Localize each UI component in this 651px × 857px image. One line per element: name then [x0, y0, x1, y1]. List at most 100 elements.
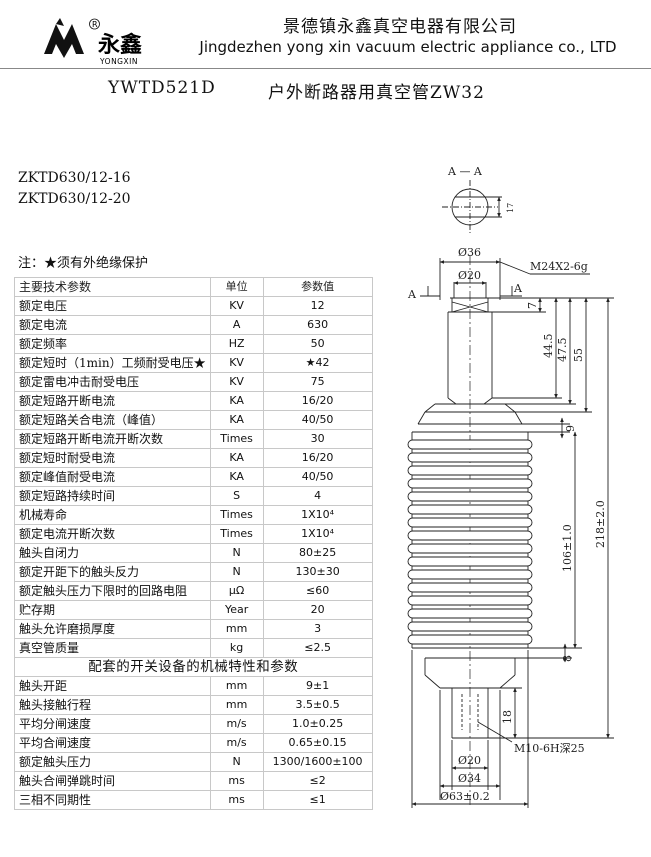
insulator-shed	[407, 504, 533, 515]
value-cell: 80±25	[262, 543, 373, 563]
value-cell: 9±1	[262, 676, 373, 696]
technical-drawing: A — A 17 Ø36 M24X2-6g Ø20 A A 7 44.5 47.…	[407, 165, 614, 808]
value-cell: 3	[262, 619, 373, 639]
thread-top-label: M24X2-6g	[530, 260, 588, 273]
unit-cell: KA	[209, 448, 264, 468]
dim-44-5: 44.5	[542, 334, 555, 359]
param-name-cell: 额定短时（1min）工频耐受电压★	[14, 353, 211, 373]
product-model: YWTD521D	[108, 78, 216, 98]
dim-7: 7	[526, 302, 539, 309]
company-name-en: Jingdezhen yong xin vacuum electric appl…	[199, 38, 617, 56]
value-cell: 16/20	[262, 391, 373, 411]
unit-cell: ms	[209, 790, 264, 810]
insulator-shed	[407, 517, 533, 528]
section-label: A — A	[447, 165, 483, 178]
param-name-cell: 真空管质量	[14, 638, 211, 658]
value-cell: 16/20	[262, 448, 373, 468]
param-name-cell: 贮存期	[14, 600, 211, 620]
value-cell: 4	[262, 486, 373, 506]
unit-cell: KA	[209, 410, 264, 430]
dim-18: 18	[501, 710, 514, 724]
value-cell: 75	[262, 372, 373, 392]
value-cell: 12	[262, 296, 373, 316]
dim-dia34: Ø34	[458, 772, 481, 785]
param-name-cell: 额定短路开断电流开断次数	[14, 429, 211, 449]
unit-cell: m/s	[209, 714, 264, 734]
value-cell: 40/50	[262, 467, 373, 487]
unit-cell: mm	[209, 695, 264, 715]
value-cell: ≤1	[262, 790, 373, 810]
insulator-shed	[407, 491, 533, 502]
param-name-cell: 额定雷电冲击耐受电压	[14, 372, 211, 392]
value-cell: 3.5±0.5	[262, 695, 373, 715]
value-cell: ≤2.5	[262, 638, 373, 658]
param-name-cell: 额定频率	[14, 334, 211, 354]
unit-cell: Times	[209, 524, 264, 544]
insulator-shed	[407, 582, 533, 593]
unit-cell: A	[209, 315, 264, 335]
unit-cell: Times	[209, 505, 264, 525]
value-cell: 1X10⁴	[262, 524, 373, 544]
param-name-cell: 平均分闸速度	[14, 714, 211, 734]
table-row: 额定短时（1min）工频耐受电压★KV★42	[14, 353, 373, 373]
insulator-shed	[407, 465, 533, 476]
product-title: 户外断路器用真空管ZW32	[268, 83, 485, 103]
value-cell: 参数值	[262, 277, 373, 297]
param-name-cell: 触头合闸弹跳时间	[14, 771, 211, 791]
unit-cell: N	[209, 562, 264, 582]
dim-8: 8	[561, 655, 574, 662]
unit-cell: 单位	[209, 277, 264, 297]
param-name-cell: 额定开距下的触头反力	[14, 562, 211, 582]
unit-cell: Times	[209, 429, 264, 449]
value-cell: 130±30	[262, 562, 373, 582]
unit-cell: ms	[209, 771, 264, 791]
product-variant-1: ZKTD630/12-16	[18, 170, 131, 186]
param-name-cell: 额定短路关合电流（峰值）	[14, 410, 211, 430]
section-width-dim: 17	[506, 203, 515, 213]
dim-9: 9	[564, 425, 577, 432]
unit-cell: m/s	[209, 733, 264, 753]
value-cell: 50	[262, 334, 373, 354]
insulator-sheds	[407, 439, 533, 645]
logo-text: 永鑫	[98, 32, 142, 58]
param-name-cell: 额定短路开断电流	[14, 391, 211, 411]
unit-cell: kg	[209, 638, 264, 658]
param-name-cell: 平均合闸速度	[14, 733, 211, 753]
dim-dia36: Ø36	[458, 246, 481, 259]
unit-cell: S	[209, 486, 264, 506]
value-cell: 20	[262, 600, 373, 620]
param-name-cell: 触头开距	[14, 676, 211, 696]
param-name-cell: 机械寿命	[14, 505, 211, 525]
insulator-shed	[407, 556, 533, 567]
value-cell: 1.0±0.25	[262, 714, 373, 734]
param-name-cell: 主要技术参数	[14, 277, 211, 297]
unit-cell: KA	[209, 391, 264, 411]
param-name-cell: 三相不同期性	[14, 790, 211, 810]
company-logo: R 永鑫 YONGXIN	[44, 18, 142, 66]
value-cell: 1X10⁴	[262, 505, 373, 525]
dim-dia63: Ø63±0.2	[440, 790, 490, 803]
insulation-note: 注：★须有外绝缘保护	[18, 256, 149, 271]
dim-dia20-top: Ø20	[458, 269, 481, 282]
param-name-cell: 触头允许磨损厚度	[14, 619, 211, 639]
param-name-cell: 额定电流开断次数	[14, 524, 211, 544]
insulator-shed	[407, 595, 533, 606]
insulator-shed	[407, 608, 533, 619]
value-cell: ≤2	[262, 771, 373, 791]
